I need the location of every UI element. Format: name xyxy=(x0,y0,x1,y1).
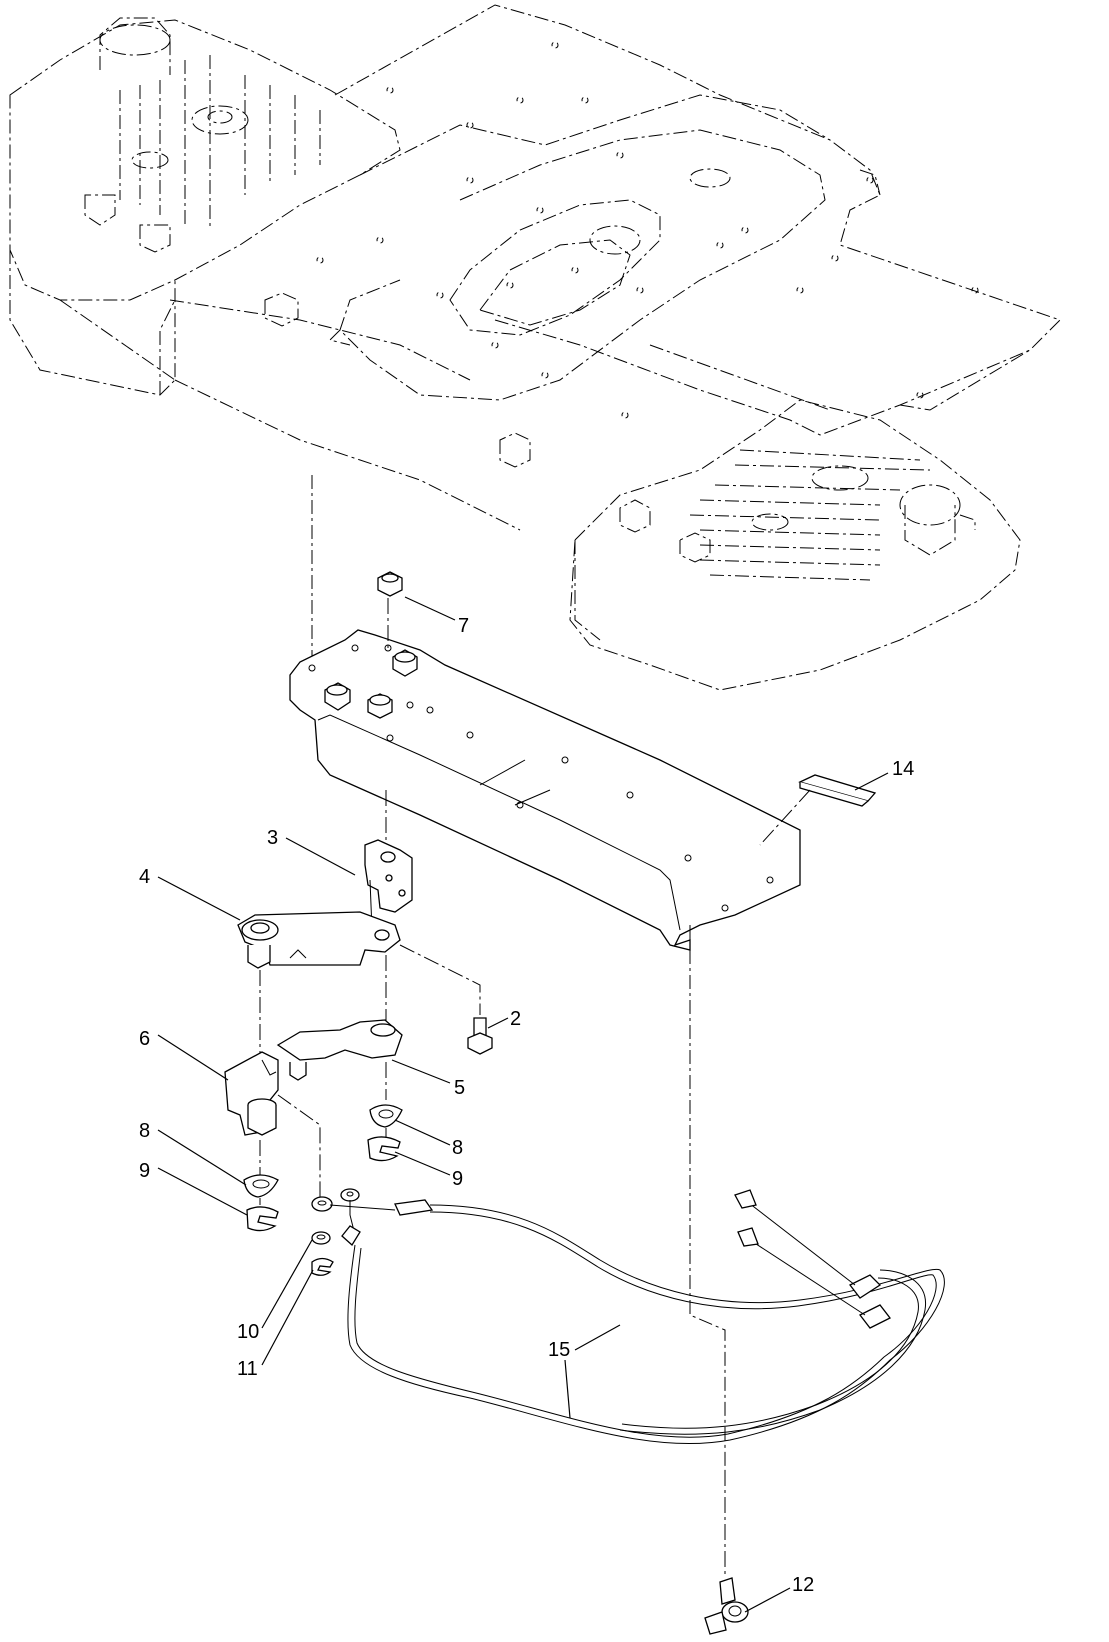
callout-7: 7 xyxy=(458,615,469,637)
frame-deck-phantom xyxy=(59,4,1061,531)
callout-2: 2 xyxy=(510,1008,521,1030)
control-mount-plate xyxy=(289,629,801,951)
part-8-washer-left xyxy=(243,1174,279,1198)
part-7-flange-nut xyxy=(377,571,403,648)
part-14-bumper-strip xyxy=(759,774,877,846)
callout-14: 14 xyxy=(892,758,914,780)
callout-12: 12 xyxy=(792,1574,814,1596)
callout-8-right: 8 xyxy=(452,1137,463,1159)
callout-6: 6 xyxy=(139,1028,150,1050)
right-fuel-tank-phantom xyxy=(569,399,1021,691)
callout-labels: 7 14 3 4 2 6 5 8 8 9 9 10 11 15 12 xyxy=(139,615,914,1596)
part-4-lever-arm xyxy=(237,911,401,1090)
callout-9-right: 9 xyxy=(452,1168,463,1190)
leader-lines xyxy=(157,596,889,1613)
callout-11: 11 xyxy=(237,1358,258,1380)
part-11-clip xyxy=(311,1257,334,1276)
part-3-mounting-bracket xyxy=(364,790,413,933)
callout-9-left: 9 xyxy=(139,1160,150,1182)
part-10-washer xyxy=(311,1231,331,1245)
part-8-washer-right xyxy=(369,1104,403,1128)
callout-4: 4 xyxy=(139,866,150,888)
part-9-eclip-left xyxy=(246,1198,279,1232)
callout-8-left: 8 xyxy=(139,1120,150,1142)
part-12-cable-grommet xyxy=(704,1470,749,1635)
callout-5: 5 xyxy=(454,1077,465,1099)
part-9-eclip-right xyxy=(367,1128,401,1162)
phantom-machine-body xyxy=(9,4,1061,1470)
part-6-clevis-block xyxy=(224,1051,321,1200)
part-15-control-cable xyxy=(311,1188,945,1445)
left-fuel-tank-phantom xyxy=(9,17,401,396)
plate-nuts xyxy=(324,649,418,719)
part-5-pivot-arm xyxy=(276,1019,403,1100)
callout-15: 15 xyxy=(548,1339,570,1361)
part-2-bolt xyxy=(399,944,493,1055)
callout-3: 3 xyxy=(267,827,278,849)
callout-10: 10 xyxy=(237,1321,259,1343)
